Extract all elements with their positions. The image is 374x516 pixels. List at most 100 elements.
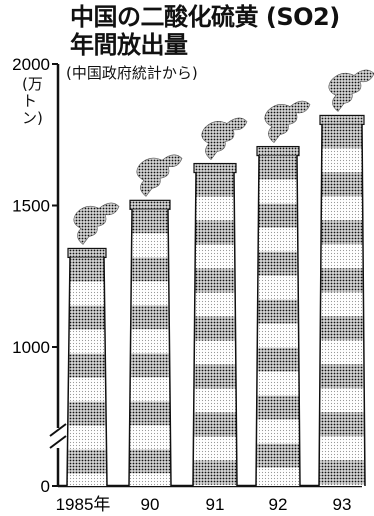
- stack-band: [258, 227, 298, 252]
- stack-band: [319, 364, 365, 389]
- stack-band: [257, 347, 299, 372]
- stack-band: [195, 244, 235, 269]
- stack-band: [131, 257, 169, 282]
- stack-band: [257, 251, 299, 276]
- y-axis: 0 1000 1500 2000: [12, 55, 362, 496]
- stack-band: [69, 257, 105, 282]
- stack-band: [193, 388, 237, 413]
- smokestack-bar: [66, 202, 120, 487]
- stack-band: [258, 179, 298, 204]
- x-tick-label: 92: [269, 495, 288, 514]
- stack-band: [321, 196, 363, 221]
- stack-band: [319, 388, 365, 413]
- stack-band: [320, 268, 364, 293]
- stack-band: [68, 377, 106, 402]
- chart-title-line2: 年間放出量: [70, 31, 188, 59]
- stack-band: [320, 220, 364, 245]
- stack-band: [195, 196, 235, 221]
- smoke-plume: [136, 154, 183, 197]
- stack-band: [131, 209, 169, 234]
- stack-band: [194, 316, 236, 341]
- stack-band: [319, 460, 365, 485]
- chimney-cap: [193, 162, 237, 174]
- stack-band: [256, 467, 300, 486]
- stack-band: [319, 484, 365, 486]
- smokestack-bar: [318, 69, 374, 487]
- stack-band: [195, 220, 235, 245]
- stack-band: [257, 323, 299, 348]
- y-tick-label: 2000: [12, 55, 50, 74]
- stack-band: [193, 412, 237, 437]
- chimney-cap: [129, 199, 171, 210]
- x-tick-label: 90: [141, 495, 160, 514]
- stack-band: [321, 172, 363, 197]
- stack-band: [130, 281, 170, 306]
- stack-band: [129, 401, 171, 426]
- smokestack-bar: [255, 100, 311, 487]
- stack-band: [258, 155, 298, 180]
- smoke-plume: [328, 69, 374, 112]
- stack-outline: [255, 155, 301, 487]
- stack-outline: [128, 209, 172, 487]
- chimney-cap: [319, 114, 365, 126]
- stack-band: [193, 436, 237, 461]
- smokestack-bar: [128, 154, 183, 487]
- stack-band: [67, 449, 107, 474]
- stack-band: [256, 419, 300, 444]
- smoke-plume: [264, 100, 311, 143]
- stack-band: [319, 436, 365, 461]
- chimney-cap: [256, 145, 300, 157]
- stack-band: [320, 316, 364, 341]
- stack-band: [194, 292, 236, 317]
- stack-band: [130, 305, 170, 330]
- y-tick-label: 1500: [12, 197, 50, 216]
- stack-band: [131, 233, 169, 258]
- smoke-plume: [73, 202, 120, 245]
- stack-band: [67, 425, 107, 450]
- stack-band: [194, 340, 236, 365]
- stack-band: [321, 124, 363, 149]
- x-tick-label: 91: [206, 495, 225, 514]
- stack-band: [256, 395, 300, 420]
- stack-band: [129, 377, 171, 402]
- stack-band: [193, 460, 237, 485]
- stack-band: [129, 425, 171, 450]
- stack-band: [258, 203, 298, 228]
- stack-band: [69, 305, 105, 330]
- stack-band: [129, 473, 171, 486]
- stack-band: [319, 412, 365, 437]
- stack-band: [194, 268, 236, 293]
- y-tick-label: 0: [41, 477, 50, 496]
- stack-band: [67, 473, 107, 486]
- stack-band: [257, 275, 299, 300]
- chart-title-line1: 中国の二酸化硫黄 (SO2): [70, 3, 340, 31]
- smoke-plume: [201, 117, 248, 160]
- stack-band: [130, 353, 170, 378]
- stack-outline: [192, 172, 238, 487]
- stack-band: [320, 292, 364, 317]
- chimney-cap: [67, 247, 107, 259]
- stack-band: [69, 281, 105, 306]
- stack-band: [195, 172, 235, 197]
- axis-break-mark: [49, 423, 67, 449]
- source-note: (中国政府統計から): [66, 64, 198, 82]
- stack-band: [193, 364, 237, 389]
- stack-band: [130, 329, 170, 354]
- x-tick-label: 93: [333, 495, 352, 514]
- stack-outline: [66, 257, 108, 487]
- stack-band: [129, 449, 171, 474]
- stack-outline: [318, 124, 366, 487]
- stack-band: [256, 443, 300, 468]
- x-tick-label: 1985年: [56, 495, 111, 514]
- stack-band: [68, 353, 106, 378]
- stack-band: [68, 329, 106, 354]
- stack-band: [320, 340, 364, 365]
- stack-band: [193, 484, 237, 486]
- y-tick-label: 1000: [12, 338, 50, 357]
- stack-band: [67, 401, 107, 426]
- stack-band: [321, 148, 363, 173]
- smokestack-bar: [192, 117, 248, 487]
- stack-band: [256, 371, 300, 396]
- stack-band: [257, 299, 299, 324]
